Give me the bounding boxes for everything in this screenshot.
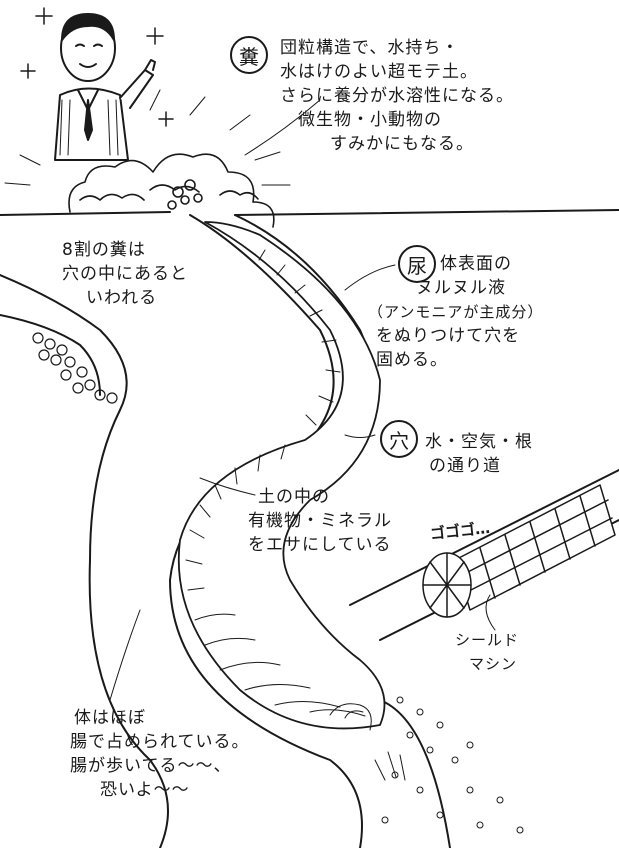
sparkle-icon <box>35 7 53 25</box>
caption-line: 水はけのよい超モテ土。 <box>280 62 478 82</box>
caption-line: 土の中の <box>258 487 330 507</box>
caption-line: すみかにもなる。 <box>330 134 474 154</box>
soil-particles <box>374 696 524 834</box>
caption-line: 穴の中にあると <box>62 264 188 284</box>
radiating-lines <box>4 89 291 186</box>
urine-caption: 体表面の ヌルヌル液 （アンモニアが主成分） をぬりつけて穴を 固める。 <box>368 252 543 372</box>
caption-line: をぬりつけて穴を <box>376 326 521 346</box>
shield-caption: シールド マシン <box>455 628 519 676</box>
hole-caption: 水・空気・根 の通り道 <box>425 430 533 478</box>
caption-line: ヌルヌル液 <box>416 278 506 298</box>
caption-line: をエサにしている <box>248 535 392 555</box>
shield-machine <box>422 484 616 618</box>
castings-mound <box>68 153 275 228</box>
caption-line: さらに養分が水溶性になる。 <box>280 86 514 106</box>
caption-line: いわれる <box>86 288 158 308</box>
ground-line <box>0 209 619 216</box>
man-figure <box>54 13 156 161</box>
caption-line: 水・空気・根 <box>425 432 533 452</box>
hole-badge: 穴 <box>380 420 418 458</box>
caption-line: 8割の糞は <box>62 240 146 260</box>
caption-line: 恐いよ〜〜 <box>100 780 190 800</box>
sparkle-icon <box>158 111 174 127</box>
food-caption: 土の中の 有機物・ミネラル をエサにしている <box>248 485 392 557</box>
feces-caption: 団粒構造で、水持ち・ 水はけのよい超モテ土。 さらに養分が水溶性になる。 微生物… <box>280 36 514 156</box>
caption-line: （アンモニアが主成分） <box>368 303 544 321</box>
caption-line: 体表面の <box>440 254 512 274</box>
sparkle-icon <box>20 63 36 79</box>
feces-pellets <box>32 332 118 404</box>
burrow-feces-caption: 8割の糞は 穴の中にあると いわれる <box>62 238 188 310</box>
caption-line: 団粒構造で、水持ち・ <box>280 38 460 58</box>
caption-line: マシン <box>469 655 518 673</box>
earthworm <box>177 221 386 731</box>
urine-badge: 尿 <box>398 245 436 283</box>
side-chamber <box>0 274 169 848</box>
caption-line: の通り道 <box>429 456 501 476</box>
caption-line: シールド <box>455 631 520 649</box>
caption-line: 微生物・小動物の <box>298 110 442 130</box>
caption-line: 腸が歩いてる〜〜、 <box>70 756 232 776</box>
caption-line: 体はほぼ <box>74 708 146 728</box>
caption-line: 腸で占められている。 <box>70 732 250 752</box>
caption-line: 固める。 <box>376 350 448 370</box>
sparkle-icon <box>146 27 164 45</box>
gut-caption: 体はほぼ 腸で占められている。 腸が歩いてる〜〜、 恐いよ〜〜 <box>70 706 250 802</box>
caption-line: 有機物・ミネラル <box>248 511 392 531</box>
feces-badge: 糞 <box>230 36 268 74</box>
